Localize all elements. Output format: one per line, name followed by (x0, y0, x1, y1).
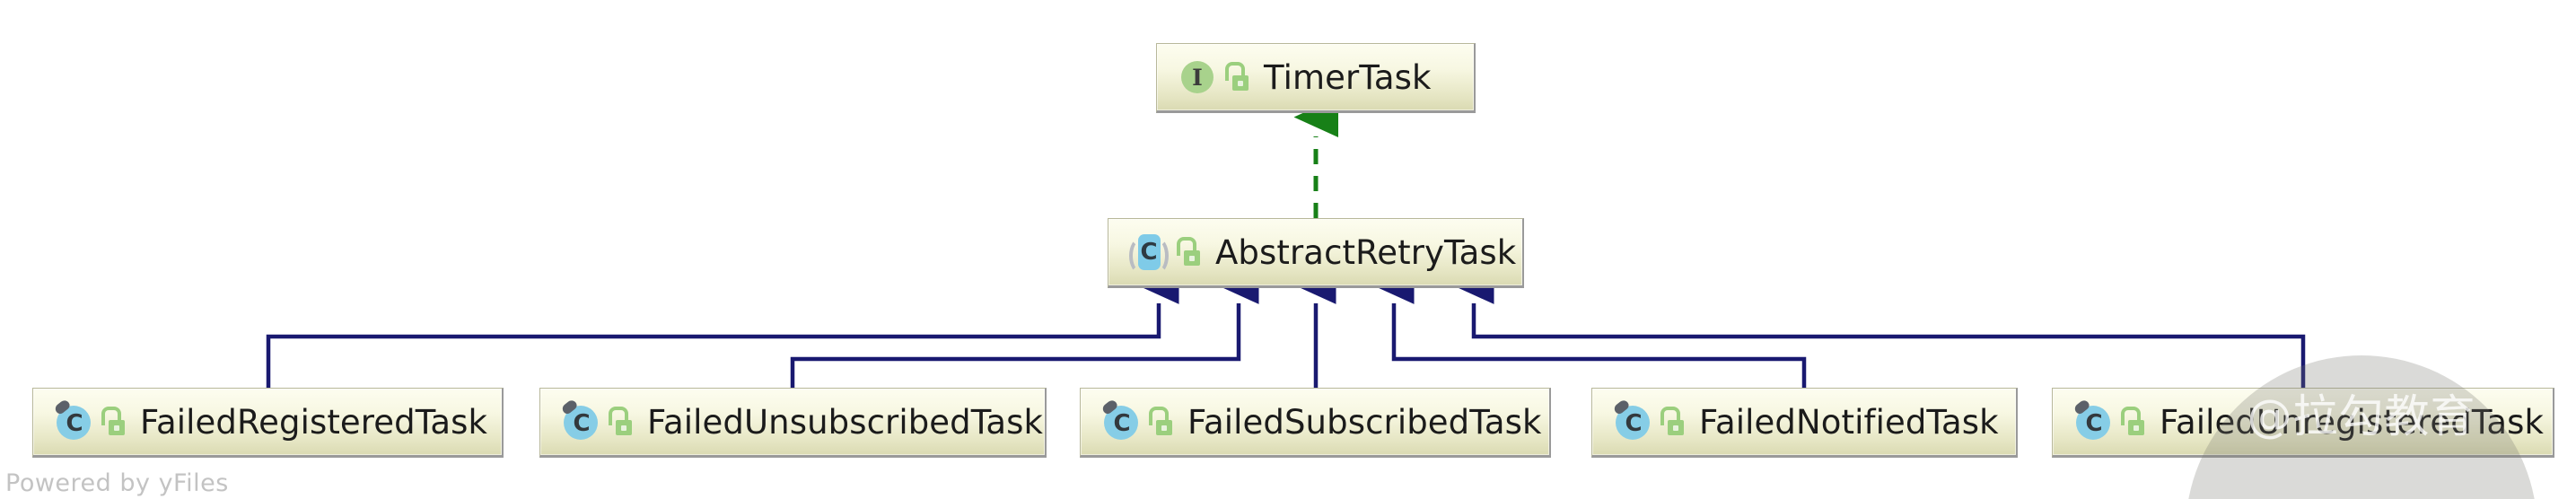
uml-node-failed-notified-task[interactable]: C FailedNotifiedTask (1591, 388, 2018, 458)
uml-node-label: FailedUnregisteredTask (2160, 402, 2545, 442)
uml-node-failed-registered-task[interactable]: C FailedRegisteredTask (32, 388, 504, 458)
uml-node-label: FailedUnsubscribedTask (647, 402, 1044, 442)
edge-inheritance-unsubscribed (790, 267, 1259, 388)
unlocked-padlock-icon (1148, 407, 1173, 437)
unlocked-padlock-icon (608, 407, 633, 437)
uml-node-label: AbstractRetryTask (1215, 232, 1517, 272)
uml-node-timer-task[interactable]: I TimerTask (1156, 43, 1476, 113)
interface-icon: I (1177, 57, 1218, 98)
unlocked-padlock-icon (1660, 407, 1685, 437)
final-class-icon: C (1100, 398, 1142, 442)
edge-inheritance-notified (1373, 267, 1807, 388)
powered-by-label: Powered by yFiles (5, 469, 229, 497)
edge-inheritance-registered (266, 267, 1179, 388)
final-class-icon: C (560, 398, 601, 442)
unlocked-padlock-icon (2120, 407, 2145, 437)
uml-node-abstract-retry-task[interactable]: C AbstractRetryTask (1108, 218, 1524, 288)
final-class-icon: C (2072, 398, 2114, 442)
uml-node-failed-subscribed-task[interactable]: C FailedSubscribedTask (1080, 388, 1551, 458)
unlocked-padlock-icon (1176, 237, 1201, 267)
uml-node-failed-unregistered-task[interactable]: C FailedUnregisteredTask (2052, 388, 2554, 458)
unlocked-padlock-icon (1224, 62, 1249, 92)
unlocked-padlock-icon (101, 407, 126, 437)
uml-node-label: TimerTask (1264, 57, 1432, 97)
final-class-icon: C (1612, 398, 1653, 442)
edge-inheritance-unregistered (1453, 267, 2306, 388)
uml-node-failed-unsubscribed-task[interactable]: C FailedUnsubscribedTask (539, 388, 1047, 458)
uml-node-label: FailedSubscribedTask (1187, 402, 1542, 442)
uml-node-label: FailedNotifiedTask (1699, 402, 1999, 442)
uml-node-label: FailedRegisteredTask (140, 402, 487, 442)
final-class-icon: C (53, 398, 94, 442)
abstract-class-icon: C (1128, 232, 1170, 274)
